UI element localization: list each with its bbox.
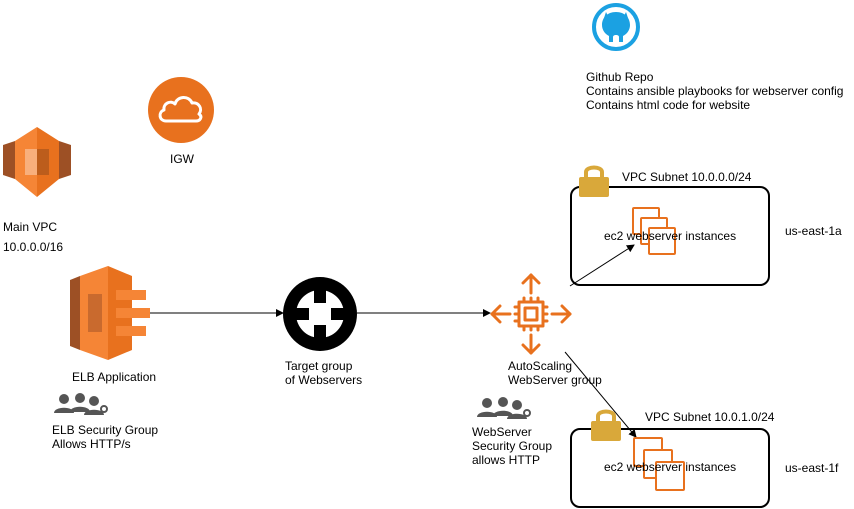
- vpc-cidr: 10.0.0.0/16: [3, 240, 64, 254]
- subnet-2-az: us-east-1f: [785, 461, 839, 475]
- ec2-instances-icon: [632, 207, 676, 255]
- webserver-sg-line3: allows HTTP: [472, 453, 541, 467]
- ec2-instances-icon: [633, 437, 687, 493]
- subnet-1-title: VPC Subnet 10.0.0.0/24: [622, 170, 752, 184]
- elb-sg-line1: ELB Security Group: [52, 423, 159, 437]
- elb-sg-line2: Allows HTTP/s: [52, 437, 131, 451]
- cloud-icon: [147, 76, 215, 144]
- github-desc-line1: Contains ansible playbooks for webserver…: [586, 84, 844, 98]
- igw-label: IGW: [170, 152, 194, 166]
- vpc-icon: [3, 127, 71, 199]
- webserver-sg-line2: Security Group: [472, 439, 553, 453]
- github-title: Github Repo: [586, 70, 654, 84]
- subnet-2-title: VPC Subnet 10.0.1.0/24: [645, 410, 775, 424]
- autoscaling-label-line1: AutoScaling: [508, 359, 573, 373]
- elb-icon: [70, 266, 150, 360]
- autoscaling-icon: [490, 273, 572, 355]
- target-label-line1: Target group: [285, 359, 353, 373]
- webserver-sg-icon: [475, 397, 533, 419]
- github-icon: [591, 2, 641, 52]
- autoscaling-to-subnet2-arrow: [564, 351, 637, 438]
- subnet-box-1: [570, 186, 770, 286]
- target-label-line2: of Webservers: [285, 373, 363, 387]
- subnet-1-instances: ec2 webserver instances: [604, 229, 737, 243]
- subnet-box-2: [570, 428, 770, 508]
- github-desc-line2: Contains html code for website: [586, 98, 751, 112]
- webserver-sg-line1: WebServer: [472, 425, 532, 439]
- subnet-1-az: us-east-1a: [785, 224, 842, 238]
- autoscaling-label-line2: WebServer group: [508, 373, 602, 387]
- lock-icon: [590, 407, 622, 441]
- vpc-name: Main VPC: [3, 220, 58, 234]
- elb-label: ELB Application: [72, 370, 157, 384]
- target-icon: [283, 277, 357, 351]
- lock-icon: [578, 163, 610, 197]
- autoscaling-to-subnet1-arrow: [569, 244, 635, 287]
- subnet-2-instances: ec2 webserver instances: [604, 460, 737, 474]
- users-group-icon: [52, 393, 110, 415]
